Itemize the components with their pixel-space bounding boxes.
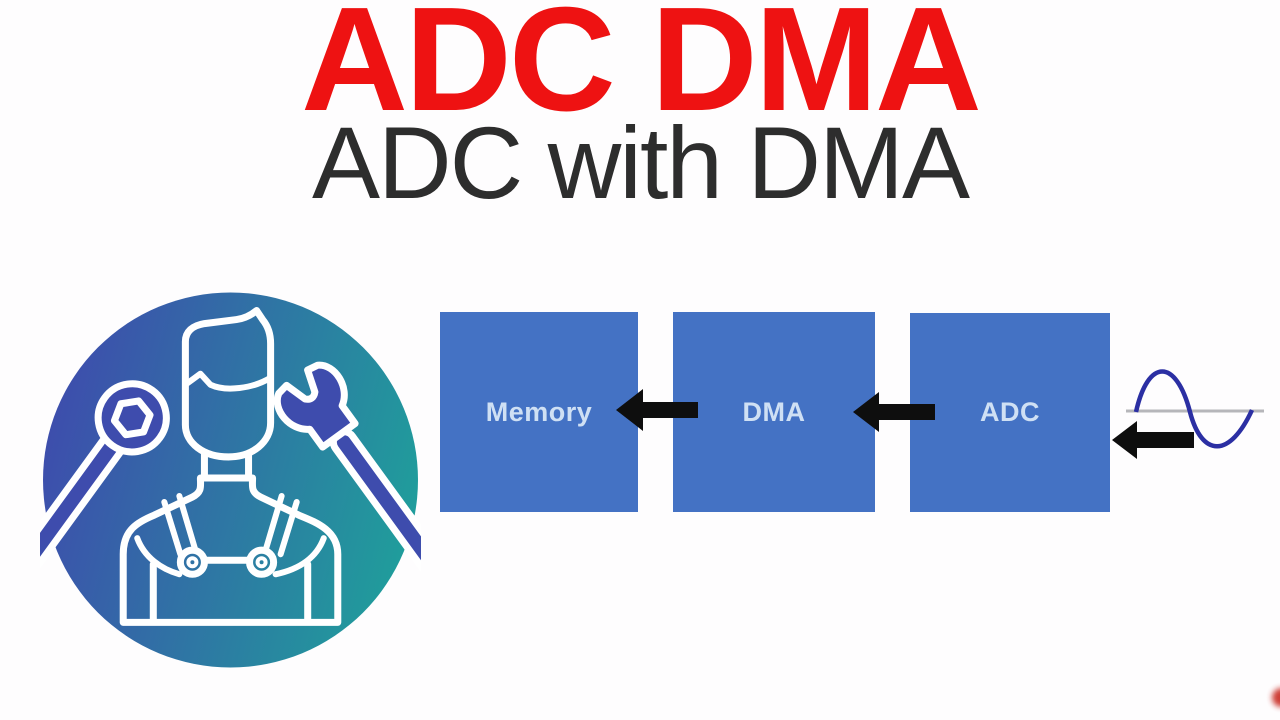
arms xyxy=(134,535,327,578)
dma-to-memory-arrow-icon xyxy=(616,389,698,431)
head xyxy=(181,307,275,461)
crossed-tools-icon xyxy=(40,361,421,586)
page-subtitle: ADC with DMA xyxy=(311,106,970,220)
adc-to-dma-arrow-icon xyxy=(853,392,935,432)
torso-overalls xyxy=(119,474,342,626)
overall-straps xyxy=(161,493,300,558)
right-hand xyxy=(246,546,278,578)
block-memory-label: Memory xyxy=(485,396,593,427)
page-title: ADC DMA xyxy=(301,0,982,142)
ring-spanner-icon xyxy=(40,380,170,586)
right-hand-curl xyxy=(255,556,268,569)
mechanic-avatar-icon xyxy=(40,292,421,668)
bib-lines xyxy=(149,556,312,624)
analog-sine-wave-icon xyxy=(1126,369,1264,449)
hairline xyxy=(182,370,274,392)
left-hand xyxy=(176,546,208,578)
block-memory: Memory xyxy=(440,312,638,512)
corner-red-dot xyxy=(1272,688,1280,707)
block-adc: ADC xyxy=(910,313,1110,512)
block-dma-label: DMA xyxy=(742,396,806,427)
sine-wave-path xyxy=(1133,369,1255,449)
mechanic-figure xyxy=(119,307,342,626)
left-hand-curl xyxy=(186,556,199,569)
block-adc-label: ADC xyxy=(980,397,1040,427)
block-dma: DMA xyxy=(673,312,875,512)
open-wrench-icon xyxy=(273,361,421,584)
signal-to-adc-arrow-icon xyxy=(1112,421,1194,459)
